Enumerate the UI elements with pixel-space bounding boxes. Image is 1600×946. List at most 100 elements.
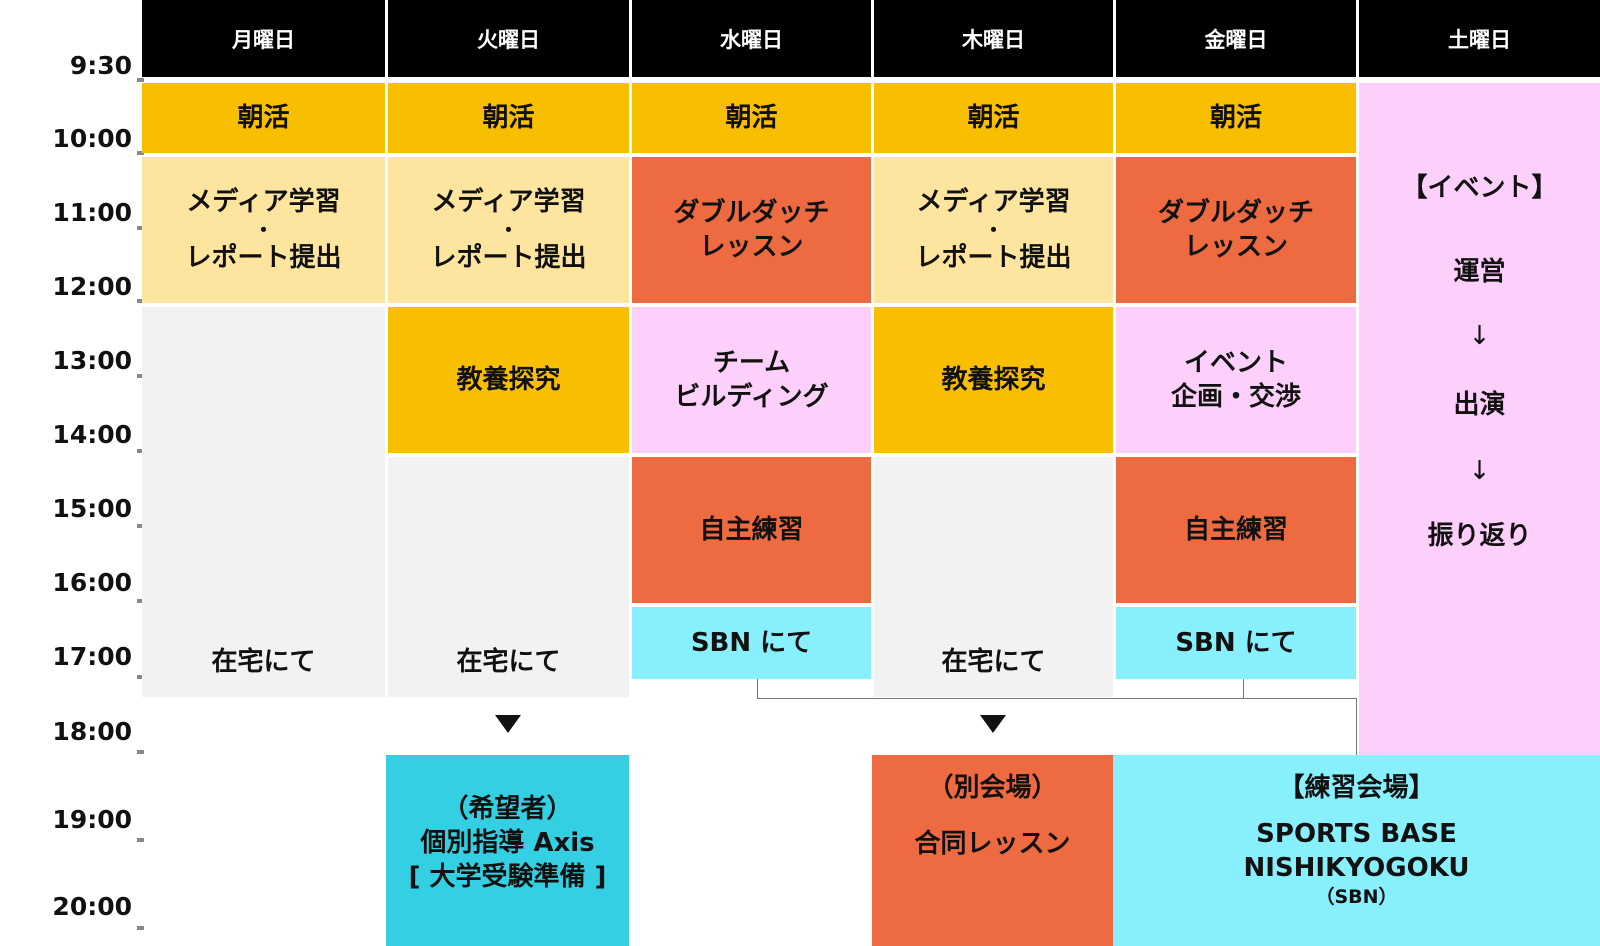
block-label: レッスン bbox=[699, 232, 804, 262]
block-practice-venue: 【練習会場】 SPORTS BASE NISHIKYOGOKU （SBN） bbox=[1113, 755, 1600, 946]
block-label: （別会場） bbox=[927, 773, 1058, 803]
block-label: 在宅にて bbox=[941, 647, 1046, 677]
time-label: 18:00 bbox=[52, 717, 132, 746]
day-header-tuesday: 火曜日 bbox=[388, 0, 629, 77]
block-label: 朝活 bbox=[237, 103, 290, 133]
block-at-sbn: SBN にて bbox=[632, 607, 871, 679]
arrow-down-icon: ↓ bbox=[1468, 321, 1491, 351]
time-tick bbox=[137, 838, 144, 842]
block-morning-activity: 朝活 bbox=[142, 83, 385, 153]
connector-line bbox=[757, 679, 758, 698]
time-tick bbox=[137, 750, 144, 754]
time-tick bbox=[137, 926, 144, 930]
block-label: 在宅にて bbox=[456, 647, 561, 677]
block-team-building: チーム ビルディング bbox=[632, 307, 871, 453]
block-label: レポート提出 bbox=[915, 243, 1072, 273]
block-label: 個別指導 Axis bbox=[420, 827, 595, 858]
time-label: 15:00 bbox=[52, 494, 132, 523]
event-step-operation: 運営 bbox=[1453, 257, 1506, 287]
block-label: イベント bbox=[1183, 348, 1288, 378]
block-at-sbn: SBN にて bbox=[1116, 607, 1356, 679]
time-tick bbox=[137, 675, 144, 679]
day-header-saturday: 土曜日 bbox=[1359, 0, 1600, 77]
time-label: 20:00 bbox=[52, 892, 132, 921]
block-label: 合同レッスン bbox=[914, 829, 1071, 859]
block-self-practice: 自主練習 bbox=[1116, 457, 1356, 603]
time-tick bbox=[137, 226, 144, 230]
day-header-thursday: 木曜日 bbox=[874, 0, 1113, 77]
time-label: 10:00 bbox=[52, 124, 132, 153]
block-media-study: メディア学習 ・ レポート提出 bbox=[874, 157, 1113, 303]
block-label: 教養探究 bbox=[941, 365, 1046, 395]
block-label: ダブルダッチ bbox=[673, 198, 830, 228]
block-at-home: 在宅にて bbox=[388, 457, 629, 697]
block-label: （希望者） bbox=[442, 793, 573, 824]
block-morning-activity: 朝活 bbox=[1116, 83, 1356, 153]
block-at-home: 在宅にて bbox=[874, 457, 1113, 697]
block-label: 朝活 bbox=[482, 103, 535, 133]
block-liberal-arts: 教養探究 bbox=[874, 307, 1113, 453]
time-tick bbox=[137, 524, 144, 528]
block-label: メディア学習 bbox=[916, 187, 1071, 217]
time-label: 17:00 bbox=[52, 642, 132, 671]
time-tick bbox=[137, 78, 144, 82]
time-label: 16:00 bbox=[52, 568, 132, 597]
connector-line bbox=[757, 698, 1357, 699]
block-morning-activity: 朝活 bbox=[632, 83, 871, 153]
separator-dot: ・ bbox=[498, 218, 519, 242]
block-label: 自主練習 bbox=[699, 515, 804, 545]
block-individual-tutoring: （希望者） 個別指導 Axis [ 大学受験準備 ] bbox=[386, 755, 629, 946]
block-label: ダブルダッチ bbox=[1157, 198, 1314, 228]
block-double-dutch-lesson: ダブルダッチ レッスン bbox=[1116, 157, 1356, 303]
venue-name: SPORTS BASE bbox=[1256, 819, 1457, 849]
block-label: 自主練習 bbox=[1183, 515, 1288, 545]
time-label: 13:00 bbox=[52, 346, 132, 375]
block-label: SBN にて bbox=[690, 628, 813, 658]
block-double-dutch-lesson: ダブルダッチ レッスン bbox=[632, 157, 871, 303]
block-label: チーム bbox=[712, 348, 791, 378]
block-label: 在宅にて bbox=[211, 647, 316, 677]
time-tick bbox=[137, 599, 144, 603]
block-self-practice: 自主練習 bbox=[632, 457, 871, 603]
block-label: メディア学習 bbox=[186, 187, 341, 217]
block-label: 朝活 bbox=[967, 103, 1020, 133]
separator-dot: ・ bbox=[253, 218, 274, 242]
block-label: SBN にて bbox=[1175, 628, 1297, 658]
time-tick bbox=[137, 299, 144, 303]
block-event: 【イベント】 運営 ↓ 出演 ↓ 振り返り bbox=[1359, 83, 1600, 767]
time-tick bbox=[137, 151, 144, 155]
arrow-down-triangle-icon bbox=[495, 715, 521, 733]
block-label: 教養探究 bbox=[456, 365, 561, 395]
block-morning-activity: 朝活 bbox=[388, 83, 629, 153]
connector-line bbox=[1356, 698, 1357, 755]
day-header-monday: 月曜日 bbox=[142, 0, 385, 77]
venue-name: NISHIKYOGOKU bbox=[1243, 853, 1470, 883]
time-label: 19:00 bbox=[52, 805, 132, 834]
block-label: ビルディング bbox=[674, 382, 829, 412]
block-label: 朝活 bbox=[1209, 103, 1262, 133]
arrow-down-triangle-icon bbox=[980, 715, 1006, 733]
block-title: 【イベント】 bbox=[1401, 173, 1558, 203]
separator-dot: ・ bbox=[983, 218, 1004, 242]
time-label: 11:00 bbox=[52, 198, 132, 227]
time-label: 9:30 bbox=[69, 51, 132, 80]
block-liberal-arts: 教養探究 bbox=[388, 307, 629, 453]
block-label: レポート提出 bbox=[430, 243, 587, 273]
block-label: 朝活 bbox=[725, 103, 778, 133]
block-label: レッスン bbox=[1183, 232, 1288, 262]
day-header-wednesday: 水曜日 bbox=[632, 0, 871, 77]
block-event-planning: イベント 企画・交渉 bbox=[1116, 307, 1356, 453]
event-step-review: 振り返り bbox=[1427, 521, 1532, 551]
arrow-down-icon: ↓ bbox=[1468, 456, 1491, 486]
venue-abbreviation: （SBN） bbox=[1315, 886, 1398, 908]
time-label: 12:00 bbox=[52, 272, 132, 301]
day-header-friday: 金曜日 bbox=[1116, 0, 1356, 77]
time-label: 14:00 bbox=[52, 420, 132, 449]
connector-line bbox=[1243, 679, 1244, 698]
event-step-performance: 出演 bbox=[1453, 390, 1506, 420]
block-at-home: 在宅にて bbox=[142, 307, 385, 697]
block-label: [ 大学受験準備 ] bbox=[408, 861, 607, 892]
time-tick bbox=[137, 449, 144, 453]
block-label: メディア学習 bbox=[431, 187, 586, 217]
block-label: 企画・交渉 bbox=[1170, 382, 1301, 412]
